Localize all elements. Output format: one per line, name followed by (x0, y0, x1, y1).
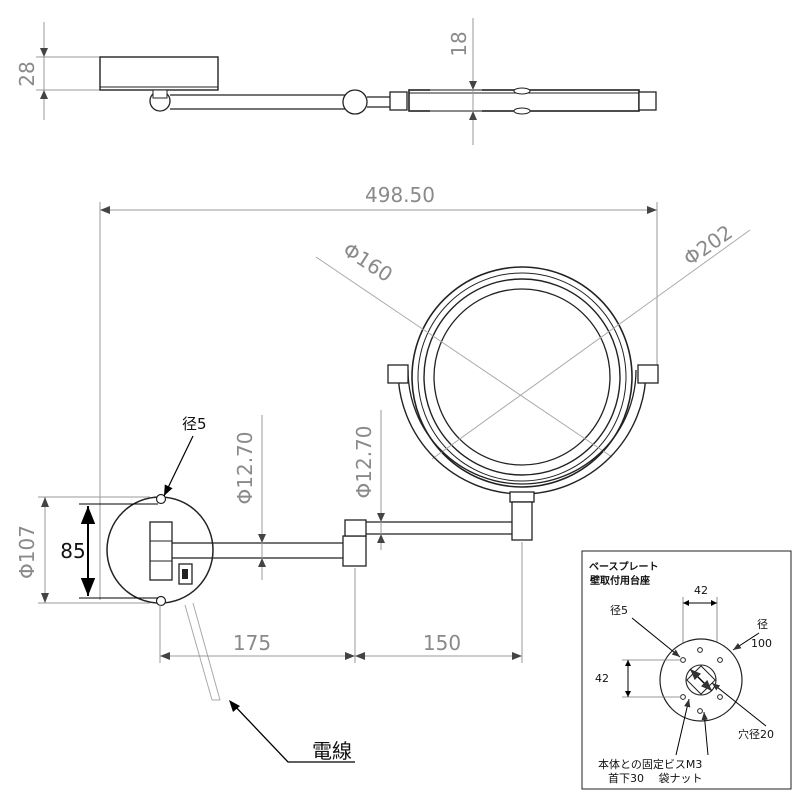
mirror-inner (433, 288, 611, 466)
base-plate-inset: ベースプレート 壁取付用台座 42 径5 径 100 42 (581, 550, 792, 790)
dim-total-width: 498.50 (365, 183, 435, 207)
inset-dim-top: 42 (694, 584, 708, 597)
inset-center-hole: 穴径20 (738, 727, 774, 741)
inset-dia-value: 100 (751, 637, 772, 650)
dim-depth-18: 18 (447, 31, 471, 56)
inset-note-2: 首下30 袋ナット (608, 771, 703, 785)
inset-dim-left: 42 (595, 672, 609, 685)
inset-hole-label: 径5 (610, 604, 628, 617)
dim-arm2-length: 150 (423, 631, 461, 655)
inset-title-1: ベースプレート (589, 560, 659, 573)
dim-base-dia: Φ107 (15, 525, 39, 579)
dim-arm1-length: 175 (233, 631, 271, 655)
dim-height-28: 28 (15, 61, 39, 86)
front-view: 498.50 Φ160 Φ202 (15, 183, 751, 763)
dim-mirror-inner-dia: Φ160 (339, 237, 397, 286)
dim-hole-spacing: 85 (60, 539, 85, 563)
inset-dia-label: 径 (757, 618, 768, 631)
inset-note-1: 本体との固定ビスM3 (598, 757, 702, 771)
hole-dia-label: 径5 (182, 415, 207, 433)
cable-label: 電線 (312, 739, 352, 763)
dim-arm1-dia: Φ12.70 (233, 432, 257, 505)
inset-title-2: 壁取付用台座 (590, 574, 650, 587)
dim-arm2-dia: Φ12.70 (352, 426, 376, 499)
base-box-top (99, 56, 219, 91)
dim-mirror-outer-dia: Φ202 (679, 220, 737, 271)
top-view: 28 18 (15, 18, 657, 145)
mirror-outer (411, 266, 633, 488)
